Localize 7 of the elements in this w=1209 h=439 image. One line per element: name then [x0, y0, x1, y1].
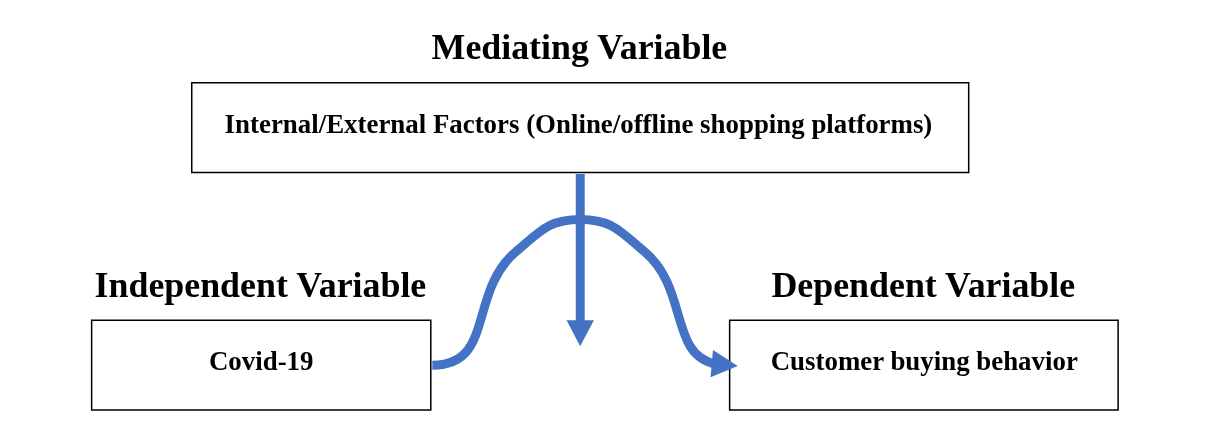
node-box: Covid-19 [90, 319, 432, 411]
node-label: Mediating Variable [431, 27, 728, 68]
node-box: Internal/External Factors (Online/offline shopping platforms) [191, 82, 970, 174]
arrow [566, 173, 594, 347]
node-label: Independent Variable [94, 264, 427, 305]
node-box: Customer buying behavior [728, 319, 1119, 411]
node-label: Dependent Variable [771, 264, 1076, 305]
